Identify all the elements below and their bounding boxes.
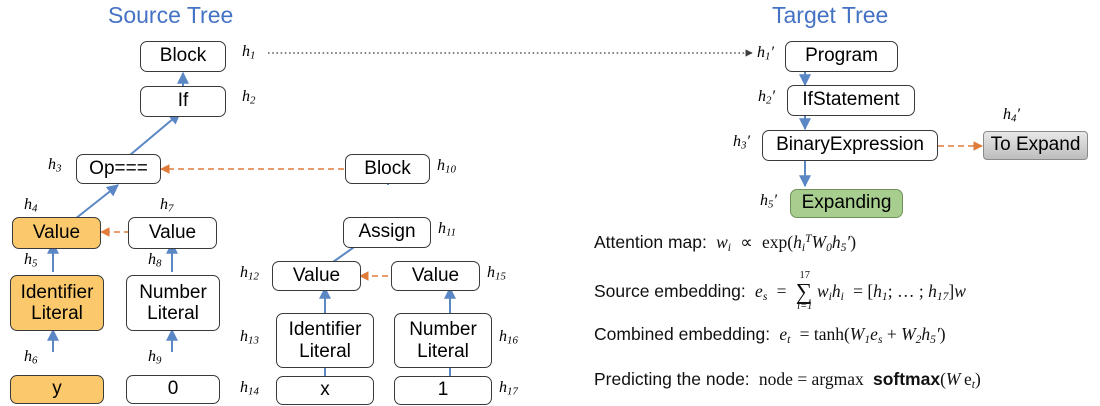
hlabel-h8: h8	[148, 251, 162, 270]
node-label: x	[320, 379, 330, 401]
hlabel-h2: h2	[242, 88, 256, 107]
hlabel-h10: h10	[437, 157, 456, 176]
hlabel-h17: h17	[499, 379, 518, 398]
summation-symbol: ∑ 17 i=1	[795, 270, 813, 312]
sum-upper-limit: 17	[799, 270, 810, 281]
node-label-line1: Number	[409, 319, 477, 341]
hlabel-h13: h13	[240, 328, 259, 347]
hlabel-h12: h12	[240, 264, 259, 283]
node-label: Value	[148, 221, 197, 243]
source-node-identifier-literal-h5[interactable]: Identifier Literal	[10, 275, 104, 331]
hlabel-h15: h15	[487, 264, 506, 283]
target-node-ifstatement-t2[interactable]: IfStatement	[787, 85, 915, 116]
target-node-binaryexpression-t3[interactable]: BinaryExpression	[762, 130, 938, 161]
hlabel-h14: h14	[240, 379, 259, 398]
source-node-if-h2[interactable]: If	[140, 86, 226, 117]
source-node-value-h4[interactable]: Value	[12, 217, 101, 249]
target-node-expanding-t5[interactable]: Expanding	[790, 189, 903, 218]
source-node-x-h14[interactable]: x	[276, 376, 374, 405]
source-tree-title: Source Tree	[108, 2, 234, 28]
equation-attention-map: Attention map: wi ∝ exp(hiTW0h5′)	[594, 232, 857, 255]
source-node-op-h3[interactable]: Op===	[76, 154, 161, 184]
node-label: Program	[805, 45, 878, 67]
source-node-y-h6[interactable]: y	[10, 375, 104, 404]
node-label: Value	[292, 264, 341, 286]
hlabel-h16: h16	[499, 328, 518, 347]
source-node-zero-h9[interactable]: 0	[126, 375, 220, 404]
node-label: 1	[437, 379, 449, 401]
node-label: IfStatement	[802, 89, 900, 111]
target-tree-title: Target Tree	[772, 2, 889, 28]
source-node-value-h7[interactable]: Value	[128, 217, 217, 249]
node-label: Block	[364, 157, 411, 179]
equation-label: Source embedding:	[594, 280, 746, 301]
node-label: 0	[167, 378, 179, 400]
node-label: Assign	[358, 221, 416, 243]
hlabel-h3: h3	[48, 156, 62, 175]
hlabel-t2: h2′	[758, 88, 775, 107]
hlabel-h4: h4	[24, 196, 38, 215]
node-label-line1: Identifier	[288, 319, 362, 341]
source-node-number-literal-h16[interactable]: Number Literal	[394, 313, 492, 368]
equation-source-embedding: Source embedding: es = ∑ 17 i=1 wihi = […	[594, 270, 966, 312]
node-label: y	[52, 378, 62, 400]
hlabel-h9: h9	[148, 348, 162, 367]
node-label: Block	[159, 45, 207, 67]
source-node-block-h1[interactable]: Block	[140, 41, 226, 72]
node-label: Value	[32, 221, 81, 243]
node-label: Op===	[89, 157, 148, 179]
hlabel-t4: h4′	[1003, 106, 1020, 125]
source-node-assign-h11[interactable]: Assign	[343, 217, 431, 248]
node-label: Value	[411, 264, 460, 286]
node-label: If	[177, 90, 189, 112]
hlabel-h1: h1	[242, 43, 256, 62]
node-label: To Expand	[990, 134, 1081, 156]
hlabel-t1: h1′	[757, 44, 774, 63]
source-node-number-literal-h8[interactable]: Number Literal	[126, 275, 220, 331]
hlabel-h5: h5	[24, 251, 38, 270]
sum-lower-limit: i=1	[797, 301, 813, 312]
node-label-line1: Number	[139, 281, 207, 303]
hlabel-h11: h11	[438, 220, 457, 239]
target-node-program-t1[interactable]: Program	[785, 41, 898, 72]
hlabel-t5: h5′	[760, 192, 777, 211]
ellipsis: …	[896, 280, 915, 301]
equation-label: Attention map:	[594, 232, 707, 252]
equation-combined-embedding: Combined embedding: et = tanh(W1es + W2h…	[594, 324, 946, 347]
hlabel-h7: h7	[160, 196, 174, 215]
node-label: BinaryExpression	[776, 134, 924, 156]
source-node-value-h12[interactable]: Value	[272, 261, 361, 291]
node-label-line2: Literal	[299, 340, 351, 362]
hlabel-h6: h6	[24, 348, 38, 367]
equation-predicting-the-node: Predicting the node: node = argmax softm…	[594, 369, 981, 392]
node-label-line2: Literal	[31, 303, 83, 324]
source-node-identifier-literal-h13[interactable]: Identifier Literal	[276, 313, 374, 368]
hlabel-t3: h3′	[733, 133, 750, 152]
equation-label: Combined embedding:	[594, 324, 771, 344]
source-node-value-h15[interactable]: Value	[391, 261, 480, 291]
node-label-line1: Identifier	[20, 281, 94, 303]
node-label: Expanding	[801, 192, 892, 214]
node-label-line2: Literal	[147, 303, 199, 324]
equation-label: Predicting the node:	[594, 369, 750, 389]
source-node-block-h10[interactable]: Block	[345, 154, 430, 184]
node-label-line2: Literal	[417, 340, 469, 362]
target-node-to-expand-t4[interactable]: To Expand	[983, 131, 1088, 160]
source-node-one-h17[interactable]: 1	[394, 376, 492, 405]
